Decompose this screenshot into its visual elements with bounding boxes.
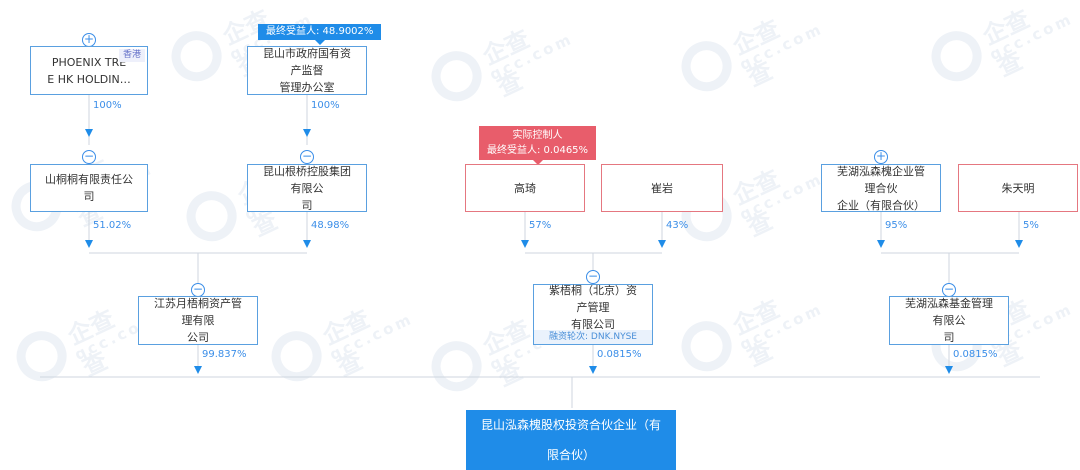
shareholder-node-phoenix[interactable]: 香港 PHOENIX TRE E HK HOLDIN… <box>30 46 148 95</box>
collapse-toggle[interactable]: − <box>586 269 600 284</box>
shareholder-node-jiangsu[interactable]: 江苏月梧桐资产管理有限 公司 <box>138 296 258 345</box>
node-name: 紫梧桐（北京）资产管理 有限公司 <box>549 284 637 331</box>
region-tag: 香港 <box>118 49 145 62</box>
share-percentage: 99.837% <box>202 349 247 360</box>
expand-toggle[interactable]: + <box>82 32 96 47</box>
node-name: 昆山根桥控股集团有限公 司 <box>263 164 351 212</box>
share-percentage: 0.0815% <box>597 349 642 360</box>
share-percentage: 100% <box>93 100 122 111</box>
person-node-gaoyi[interactable]: 高琦 <box>465 164 585 212</box>
node-name: 山桐桐有限责任公司 <box>45 173 133 203</box>
share-percentage: 43% <box>666 220 689 231</box>
shareholder-node-wuhu-fund[interactable]: 芜湖泓森基金管理有限公 司 <box>889 296 1009 345</box>
share-percentage: 48.98% <box>311 220 350 231</box>
share-percentage: 95% <box>885 220 908 231</box>
shareholder-node-zitong[interactable]: 紫梧桐（北京）资产管理 有限公司 融资轮次: DNK.NYSE <box>533 284 653 345</box>
shareholder-node-kunshan-group[interactable]: 昆山根桥控股集团有限公 司 <box>247 164 367 212</box>
controller-label: 实际控制人 <box>512 130 563 141</box>
person-node-zhu[interactable]: 朱天明 <box>958 164 1078 212</box>
share-percentage: 57% <box>529 220 552 231</box>
share-percentage: 100% <box>311 100 340 111</box>
node-name: 昆山市政府国有资产监督 管理办公室 <box>263 47 351 94</box>
share-percentage: 0.0815% <box>953 349 998 360</box>
node-name: 江苏月梧桐资产管理有限 公司 <box>154 297 242 344</box>
node-name: 芜湖泓森槐企业管理合伙 企业（有限合伙） <box>837 164 925 212</box>
collapse-toggle[interactable]: − <box>82 149 96 164</box>
shareholder-node-shantong[interactable]: 山桐桐有限责任公司 <box>30 164 148 212</box>
node-name: 高琦 <box>514 181 536 195</box>
node-name: 朱天明 <box>1001 181 1035 195</box>
node-name: 芜湖泓森基金管理有限公 司 <box>905 297 993 344</box>
collapse-toggle[interactable]: − <box>300 149 314 164</box>
share-percentage: 5% <box>1023 220 1039 231</box>
share-percentage: 51.02% <box>93 220 132 231</box>
expand-toggle[interactable]: + <box>874 149 888 164</box>
node-name: 崔岩 <box>651 181 673 195</box>
financing-round: 融资轮次: DNK.NYSE <box>534 330 652 344</box>
beneficiary-label: 最终受益人: 0.0465% <box>487 145 589 156</box>
shareholder-node-wuhu-partner[interactable]: 芜湖泓森槐企业管理合伙 企业（有限合伙） <box>821 164 941 212</box>
shareholder-node-kunshan-gov[interactable]: 昆山市政府国有资产监督 管理办公室 <box>247 46 367 95</box>
person-node-cuiyan[interactable]: 崔岩 <box>601 164 723 212</box>
beneficiary-badge: 最终受益人: 48.9002% <box>258 24 382 45</box>
controller-badge: 实际控制人 最终受益人: 0.0465% <box>479 126 597 165</box>
target-company-node[interactable]: 昆山泓森槐股权投资合伙企业（有限合伙） <box>466 410 676 470</box>
